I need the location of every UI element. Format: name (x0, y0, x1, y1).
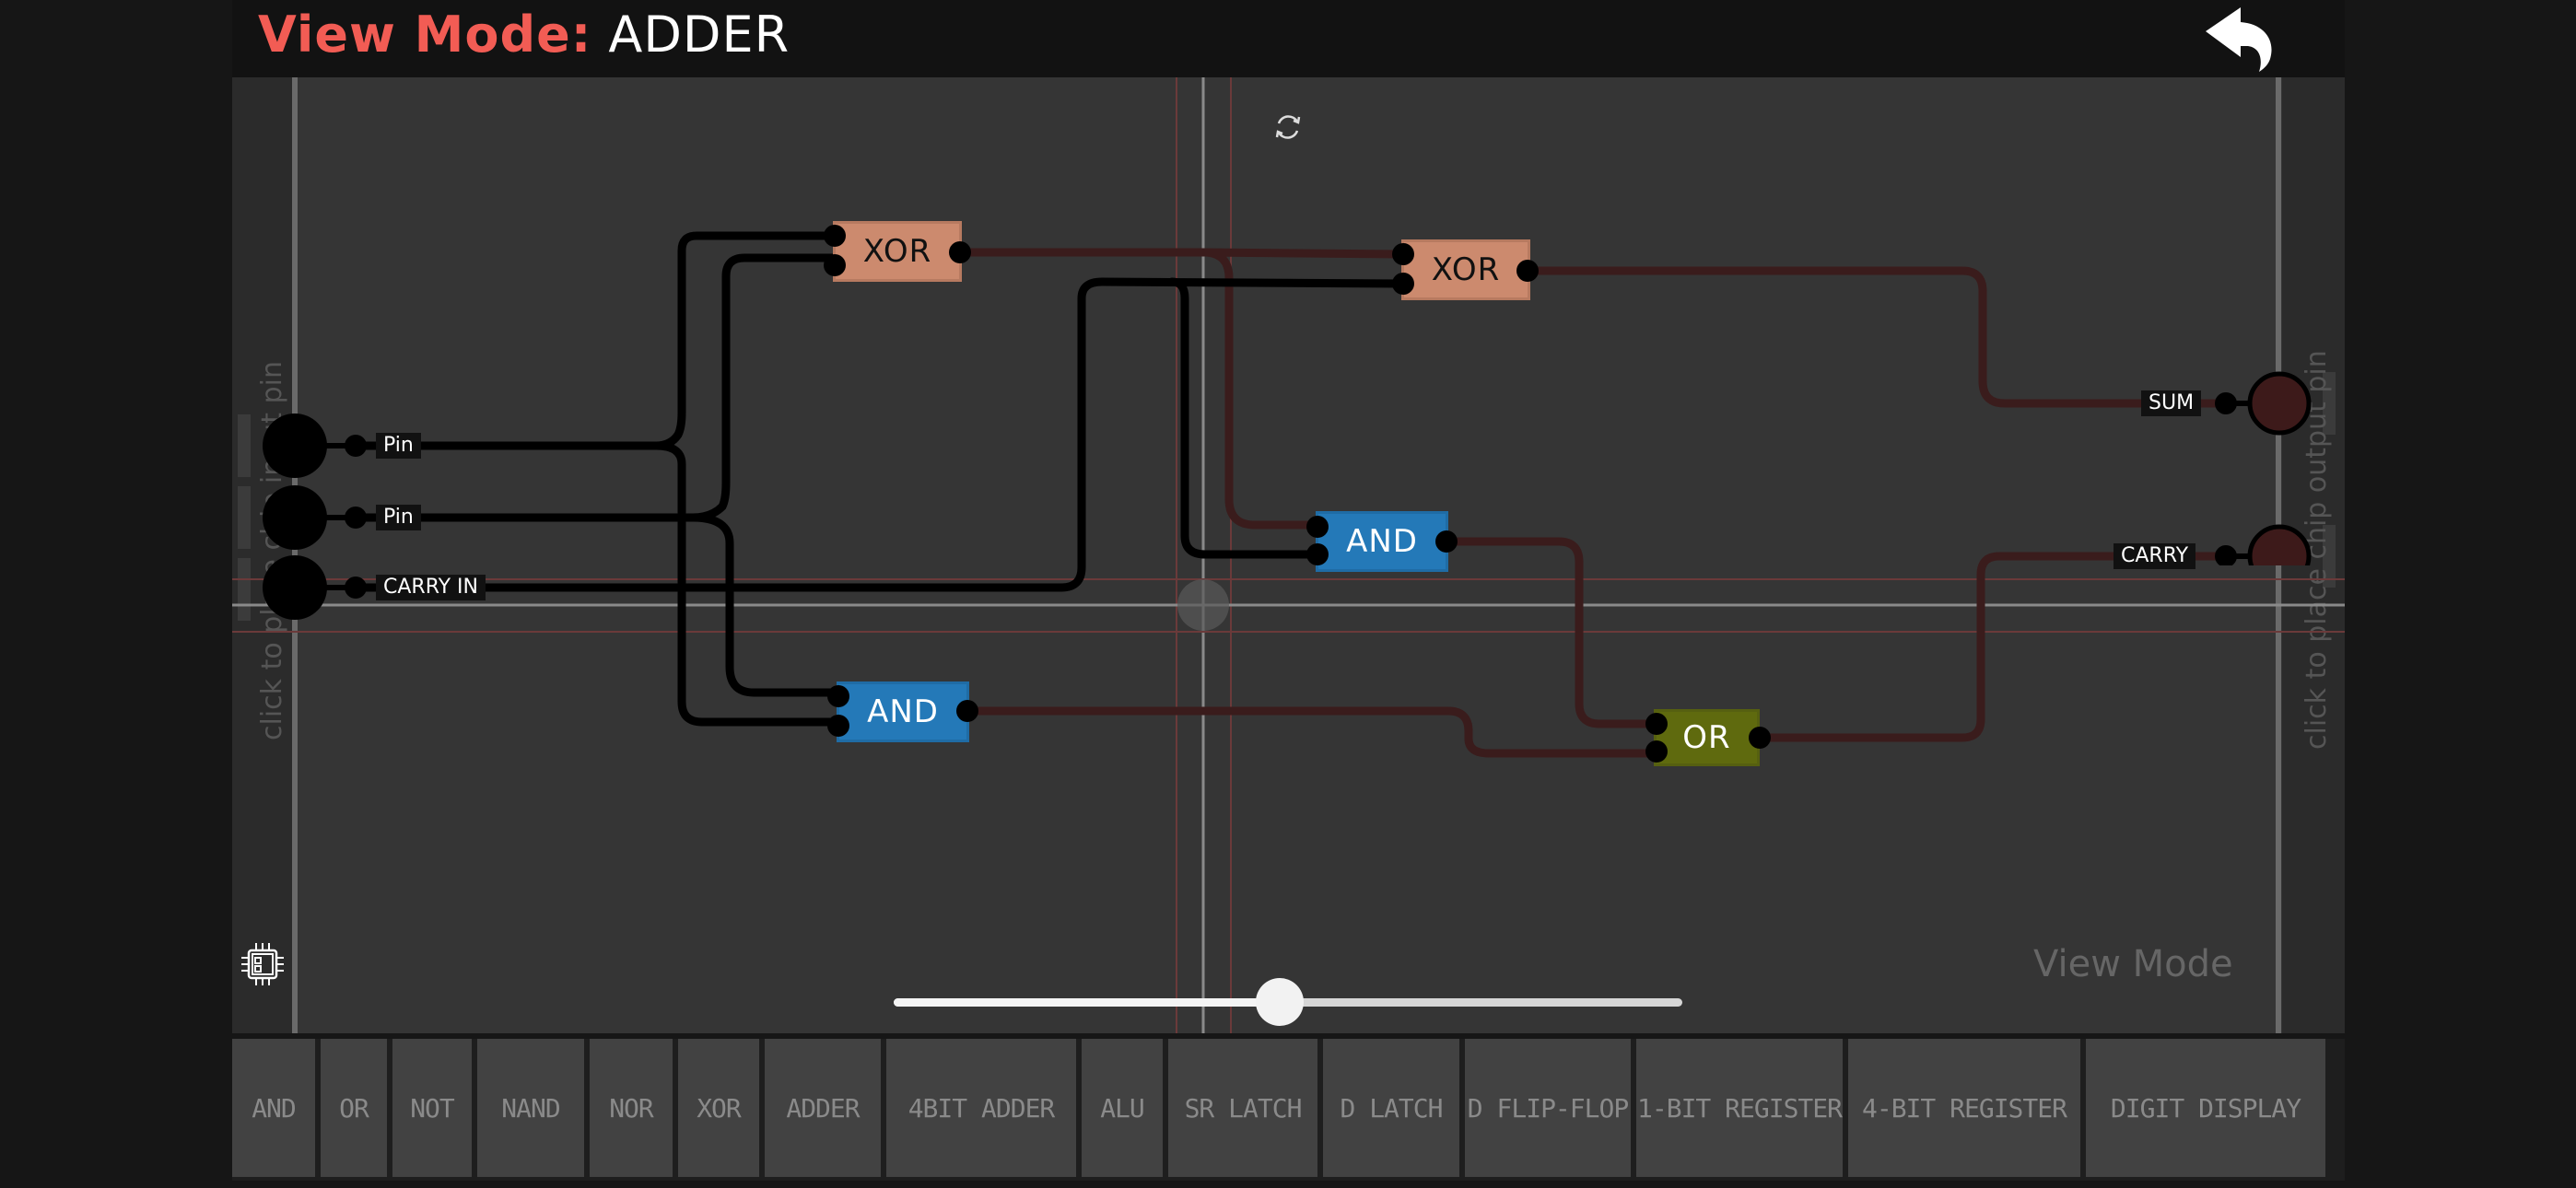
input-pin-label[interactable]: CARRY IN (376, 575, 486, 600)
page-title: View Mode: ADDER (258, 6, 790, 64)
output-pin (2215, 524, 2312, 565)
chip-icon (241, 943, 284, 985)
wire-carry-in-branch (1167, 277, 1324, 559)
wire-pin2-branch (688, 513, 845, 697)
input-pin (263, 485, 367, 550)
toolbar-item-nor[interactable]: NOR (590, 1039, 673, 1177)
output-pin (2215, 371, 2312, 436)
refresh-icon (1275, 115, 1301, 139)
gate-xor[interactable]: XOR (833, 221, 962, 282)
wire-or-to-carry (1757, 552, 2227, 742)
toolbar-item-adder[interactable]: ADDER (765, 1039, 881, 1177)
chip-menu-button[interactable] (238, 939, 287, 989)
toolbar-item-d-flip-flop[interactable]: D FLIP-FLOP (1465, 1039, 1631, 1177)
toolbar-item-d-latch[interactable]: D LATCH (1323, 1039, 1459, 1177)
output-pin-label[interactable]: SUM (2141, 390, 2202, 416)
wire-xor1-to-xor2 (955, 248, 1407, 530)
input-pin (263, 555, 367, 620)
wire-layer (232, 77, 2345, 1033)
zoom-slider[interactable] (894, 978, 1682, 1026)
toolbar-item-not[interactable]: NOT (392, 1039, 472, 1177)
zoom-slider-thumb[interactable] (1256, 978, 1305, 1026)
view-mode-label: View Mode: (258, 6, 592, 64)
input-slot[interactable] (238, 486, 251, 549)
input-slot[interactable] (238, 414, 251, 477)
crosshair-handle (1177, 579, 1229, 631)
circuit-canvas[interactable]: click to place chip input pin click to p… (232, 77, 2345, 1033)
toolbar-item-and[interactable]: AND (232, 1039, 315, 1177)
input-pin (263, 413, 367, 478)
wire-and2-to-or (1442, 537, 1661, 728)
output-pins (2215, 371, 2312, 565)
wire-pin1-branch (651, 441, 845, 727)
wire-pin2 (351, 253, 839, 522)
input-pin-label[interactable]: Pin (376, 505, 421, 530)
toolbar-item-digit-display[interactable]: DIGIT DISPLAY (2086, 1039, 2325, 1177)
chip-name: ADDER (608, 6, 790, 64)
toolbar-item-xor[interactable]: XOR (678, 1039, 759, 1177)
undo-arrow-icon (2206, 7, 2272, 72)
gate-and[interactable]: AND (1316, 511, 1448, 572)
toolbar-item-4bit-adder[interactable]: 4BIT ADDER (886, 1039, 1076, 1177)
toolbar-item-or[interactable]: OR (321, 1039, 387, 1177)
input-pins (263, 413, 367, 620)
wire-xor2-to-sum (1523, 266, 2227, 408)
toolbar-item-1-bit-register[interactable]: 1-BIT REGISTER (1636, 1039, 1843, 1177)
toolbar-item-sr-latch[interactable]: SR LATCH (1168, 1039, 1317, 1177)
gate-xor[interactable]: XOR (1401, 239, 1530, 300)
input-pin-label[interactable]: Pin (376, 433, 421, 459)
zoom-slider-fill (894, 998, 1281, 1007)
view-mode-watermark: View Mode (2033, 943, 2233, 985)
gate-and[interactable]: AND (837, 681, 969, 742)
wire-and1-to-or (965, 706, 1661, 758)
wire-pin1 (351, 231, 839, 450)
toolbar-item-4-bit-register[interactable]: 4-BIT REGISTER (1848, 1039, 2080, 1177)
toolbar-item-nand[interactable]: NAND (477, 1039, 584, 1177)
wire-carry-in (351, 277, 1407, 592)
output-pin-label[interactable]: CARRY (2113, 543, 2196, 569)
input-pin-rail[interactable]: click to place chip input pin (232, 77, 295, 1033)
refresh-button[interactable] (1273, 112, 1303, 142)
output-slot[interactable] (2323, 372, 2336, 435)
gate-or[interactable]: OR (1654, 709, 1760, 766)
header-bar: View Mode: ADDER (232, 0, 2345, 77)
back-button[interactable] (2204, 6, 2277, 72)
output-slot[interactable] (2323, 525, 2336, 588)
toolbar-item-alu[interactable]: ALU (1082, 1039, 1163, 1177)
